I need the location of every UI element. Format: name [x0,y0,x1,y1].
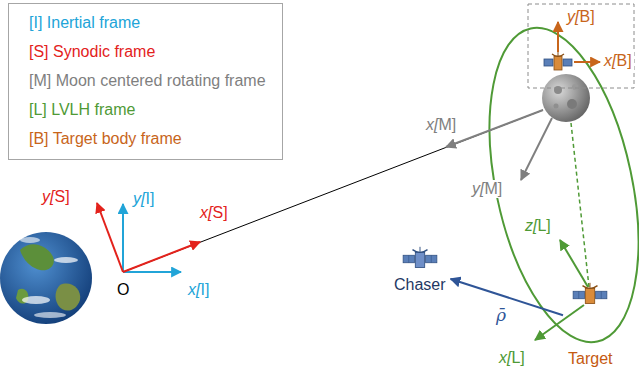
node-label: Target [566,350,614,368]
moon-x-axis [446,110,543,147]
edge-label: ρ̄ [494,305,508,325]
inset-satellite-icon [544,52,572,70]
legend-entry: [S] Synodic frame [29,37,266,66]
target-node: Target [563,280,617,368]
moon-y-axis [521,118,552,180]
synodic-x-axis [123,242,200,272]
legend-entry: [M] Moon centered rotating frame [29,66,266,95]
inset-box [528,4,634,88]
axis-label: y[S] [40,188,72,206]
satellite-icon [570,280,610,310]
axis-label: O [115,281,131,299]
orbit-ellipse [464,14,639,355]
earth-illustration [0,232,92,324]
axis-label: x[M] [424,116,458,134]
axis-label: x[S] [198,204,230,222]
body-x-axis [574,61,600,63]
chaser-node: Chaser [389,244,451,294]
lvlh-x-axis [535,305,584,340]
lvlh-z-axis [560,240,588,287]
legend-entry: [I] Inertial frame [29,8,266,37]
axis-label: y[M] [470,180,504,198]
inertial-y-axis [122,204,124,272]
inertial-x-axis [123,271,181,273]
moon-illustration [542,74,590,122]
legend-box: [I] Inertial frame[S] Synodic frame[M] M… [8,3,283,160]
synodic-y-axis [97,203,123,272]
node-label: Chaser [392,276,448,294]
axis-label: z[L] [523,217,553,235]
axis-label: x[B] [602,52,634,70]
axis-label: y[I] [131,190,156,208]
legend-entry: [L] LVLH frame [29,95,266,124]
axis-label: x[L] [497,349,527,367]
body-y-axis [557,22,559,52]
axis-label: x[I] [186,281,211,299]
axis-label: y[B] [565,8,597,26]
satellite-icon [400,244,440,274]
legend-entry: [B] Target body frame [29,124,266,153]
